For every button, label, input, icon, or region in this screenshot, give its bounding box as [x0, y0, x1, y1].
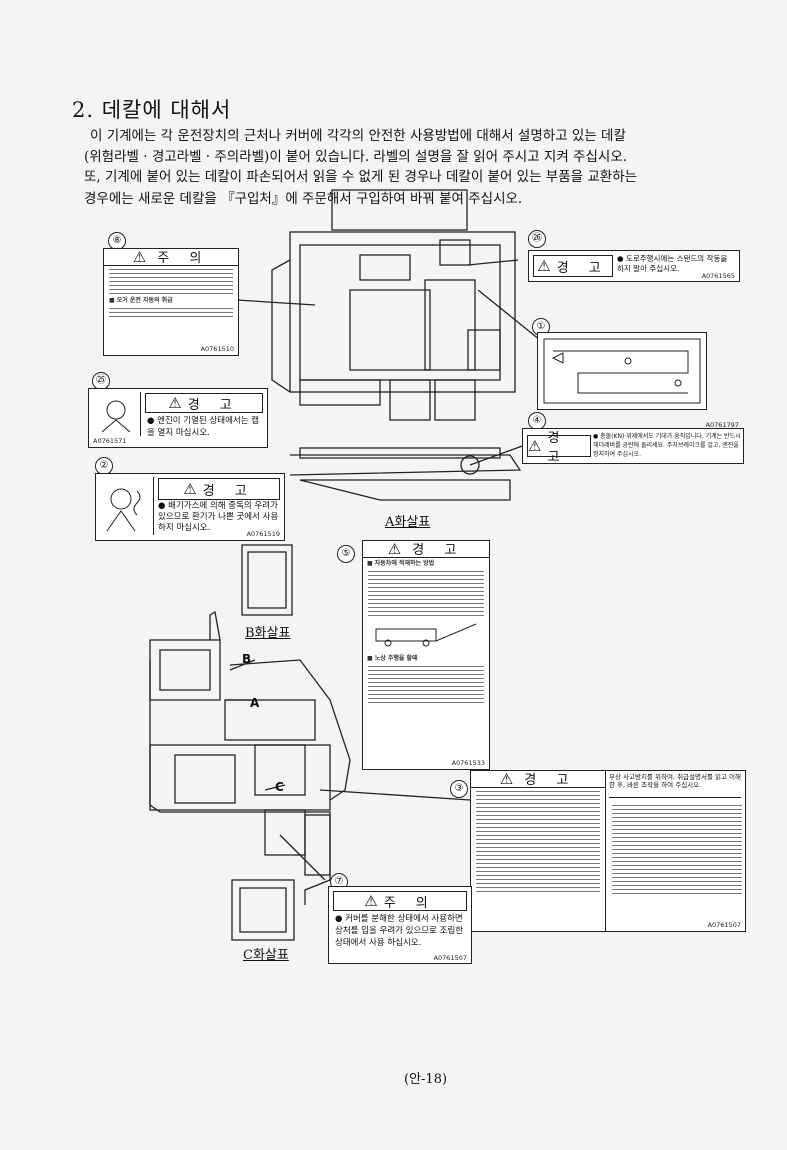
label-2-card: ⚠ 경 고 ● 배기가스에 의해 중독의 우려가 있으므로 환기가 나쁜 곳에서…	[95, 473, 285, 541]
label-1-card	[537, 332, 707, 410]
warning-triangle-icon: ⚠	[168, 394, 182, 412]
label-4-title: 경 고	[547, 431, 568, 465]
intro-line-4: 경우에는 새로운 데칼을 『구입처』에 주문해서 구입하여 바꿔 붙여 주십시오…	[84, 191, 523, 207]
warning-triangle-icon: ⚠	[499, 770, 514, 788]
page-number: (안-18)	[404, 1072, 448, 1087]
label-25-title: 경 고	[187, 397, 240, 413]
warning-triangle-icon: ⚠	[132, 248, 147, 266]
label-2-title: 경 고	[202, 483, 255, 499]
label-3-number: ③	[450, 780, 468, 798]
label-5-subtitle-1: ■ 자동차에 적재하는 방법	[367, 560, 435, 567]
label-7-card: ⚠ 주 의 ● 커버를 분해한 상태에서 사용하면 상처를 입을 우려가 있으므…	[328, 886, 472, 964]
warning-triangle-icon: ⚠	[528, 437, 542, 455]
exhaust-gas-pictogram-icon	[99, 477, 154, 535]
label-7-title: 주 의	[383, 895, 436, 911]
label-2-text: ● 배기가스에 의해 중독의 우려가 있으므로 환기가 나쁜 곳에서 사용하지 …	[158, 501, 279, 533]
label-4-code: A0761797	[705, 421, 739, 429]
label-26-title: 경 고	[556, 260, 609, 276]
label-3-side-title: 부상 사고방지를 위하여, 취급설명서를 읽고 이해한 후, 바른 조작을 하여…	[609, 773, 741, 798]
arrow-letter-a: A	[250, 696, 260, 710]
caption-b-arrow: B화살표	[245, 626, 291, 641]
label-8-title: 주 의	[157, 251, 210, 266]
label-8-subtitle: ■ 오거 운전 자동의 취급	[109, 297, 173, 304]
intro-line-2: (위험라벨 · 경고라벨 · 주의라벨)이 붙어 있습니다. 라벨의 설명을 잘…	[84, 149, 628, 165]
truck-loading-pictogram-icon	[375, 623, 477, 647]
label-4-number: ④	[528, 412, 546, 430]
label-25-card: ⚠ 경 고 ● 엔진이 기열된 상태에서는 캡을 열지 마십시오. A07615…	[88, 388, 268, 448]
warning-triangle-icon: ⚠	[537, 257, 551, 275]
caption-c-arrow: C화살표	[243, 948, 289, 963]
label-26-number: ㉖	[528, 230, 546, 248]
engine-hot-pictogram-icon	[92, 392, 141, 436]
label-25-code: A0761571	[93, 437, 127, 445]
intro-line-3: 또, 기계에 붙어 있는 데칼이 파손되어서 읽을 수 없게 된 경우나 데칼이…	[84, 169, 638, 185]
label-26-code: A0761565	[701, 272, 735, 280]
caption-a-arrow: A화살표	[385, 515, 431, 530]
label-26-card: ⚠ 경 고 ● 도로주행시에는 스탠드의 작동을 하지 말아 주십시오. A07…	[528, 250, 740, 282]
label-5-card: ⚠ 경 고 ■ 자동차에 적재하는 방법 ■ 노상 주행을 할때 A076153…	[362, 540, 490, 770]
warning-triangle-icon: ⚠	[183, 480, 197, 498]
label-7-code: A0761507	[433, 954, 467, 962]
label-8-card: ⚠ 주 의 ■ 오거 운전 자동의 취급 A0761510	[103, 248, 239, 356]
label-2-code: A0761519	[246, 530, 280, 538]
intro-line-1: 이 기계에는 각 운전장치의 근처나 커버에 각각의 안전한 사용방법에 대해서…	[90, 128, 626, 144]
label-5-title: 경 고	[412, 543, 465, 558]
arrow-letter-b: B	[242, 652, 252, 666]
label-4-text: ● 충돌(KN)·위제에서도 기대가 움직입니다. 기계는 반드시 헤더레버를 …	[593, 433, 741, 458]
label-3-title: 경 고	[524, 773, 577, 788]
label-8-code: A0761510	[200, 345, 234, 353]
label-25-text: ● 엔진이 기열된 상태에서는 캡을 열지 마십시오.	[147, 416, 260, 438]
shift-pattern-diagram	[543, 338, 701, 404]
warning-triangle-icon: ⚠	[364, 892, 378, 910]
label-4-card: ⚠ 경 고 ● 충돌(KN)·위제에서도 기대가 움직입니다. 기계는 반드시 …	[522, 421, 744, 465]
section-heading: 2. 데칼에 대해서	[72, 98, 232, 122]
warning-triangle-icon: ⚠	[387, 540, 402, 558]
label-5-code: A0761533	[451, 759, 485, 767]
label-7-text: ● 커버를 분해한 상태에서 사용하면 상처를 입을 우려가 있으므로 조립한 …	[335, 914, 464, 948]
label-26-text: ● 도로주행시에는 스탠드의 작동을 하지 말아 주십시오.	[617, 254, 728, 273]
label-5-number: ⑤	[337, 545, 355, 563]
arrow-letter-c: C	[275, 780, 284, 794]
label-5-subtitle-2: ■ 노상 주행을 할때	[367, 655, 418, 662]
label-3-code: A0761507	[707, 921, 741, 929]
label-3-card: ⚠ 경 고 부상 사고방지를 위하여, 취급설명서를 읽고 이해한 후, 바른 …	[470, 770, 746, 932]
